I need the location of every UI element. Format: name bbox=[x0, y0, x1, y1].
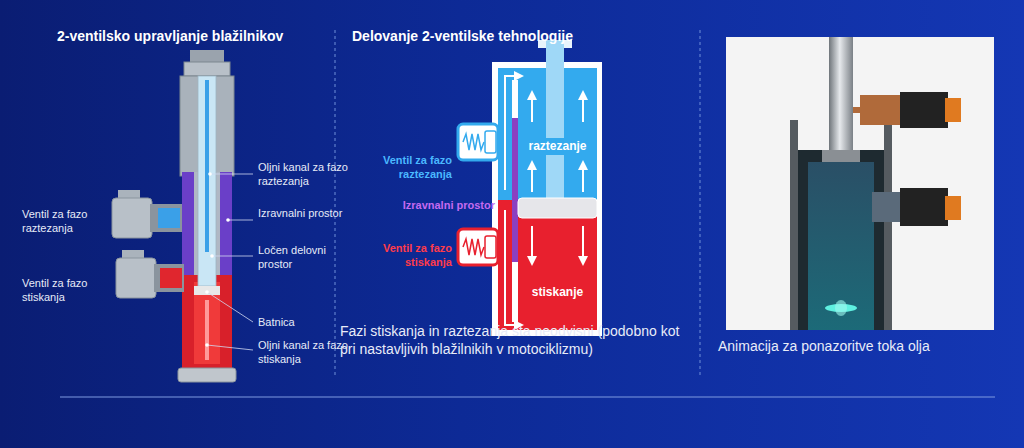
valve-label: Ventil za fazo raztezanja bbox=[362, 153, 452, 181]
compression-chamber: stiskanje bbox=[518, 218, 597, 330]
part-label: Izravnalni prostor bbox=[258, 206, 348, 220]
part-label: Oljni kanal za fazo raztezanja bbox=[258, 160, 348, 188]
part-label: Ventil za fazo raztezanja bbox=[22, 207, 108, 235]
panel-heading: 2-ventilsko upravljanje blažilnikov bbox=[57, 27, 283, 45]
part-label: Ventil za fazo stiskanja bbox=[22, 276, 108, 304]
panel-heading: Delovanje 2-ventilske tehnologije bbox=[352, 27, 573, 45]
valve-label: Ventil za fazo stiskanja bbox=[362, 241, 452, 269]
part-label: Batnica bbox=[258, 315, 348, 329]
expansion-chamber: raztezanje bbox=[518, 68, 597, 198]
part-label: Ločen delovni prostor bbox=[258, 243, 348, 271]
chamber-name: stiskanje bbox=[530, 284, 585, 301]
chamber-name: raztezanje bbox=[526, 138, 588, 155]
caption-text: Animacija za ponazoritve toka olja bbox=[718, 337, 1008, 355]
chamber-label: Izravnalni prostor bbox=[370, 198, 495, 212]
caption-text: Fazi stiskanja in raztezanja sta neodvis… bbox=[340, 322, 696, 358]
part-label: Oljni kanal za fazo stiskanja bbox=[258, 338, 348, 366]
